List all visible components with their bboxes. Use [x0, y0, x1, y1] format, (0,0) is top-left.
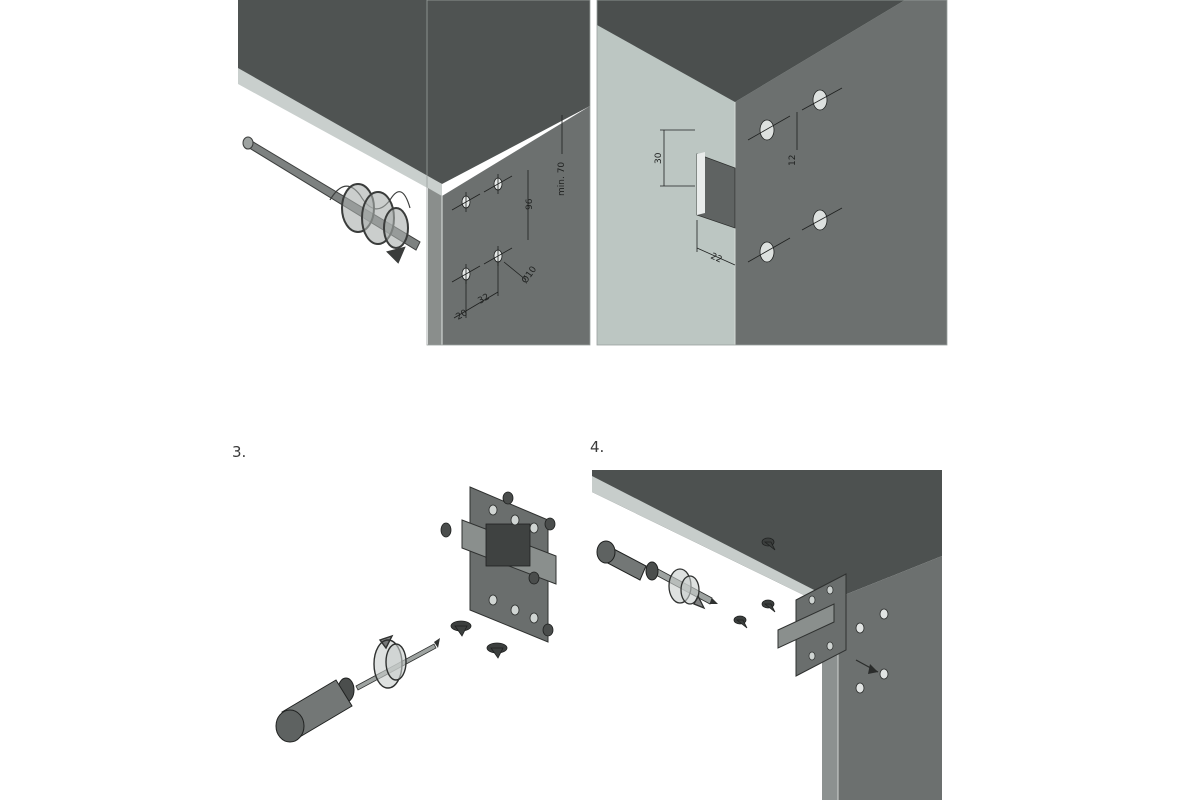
rotation-arrow-icon [341, 183, 409, 264]
step-number-3: 3. [232, 443, 247, 461]
hinge-hole-pattern [747, 87, 843, 263]
screw-icon [486, 642, 508, 659]
screw-icon [761, 537, 776, 551]
panel-mortise: 30 22 12 [596, 0, 948, 346]
screw-icon [450, 620, 472, 637]
cabinet-side-panel [442, 106, 590, 345]
dim-min70-label: min. 70 [557, 162, 567, 196]
hinge-plate [440, 486, 557, 643]
cabinet-top-surface-2 [597, 0, 905, 102]
screwdriver-icon [596, 540, 718, 605]
dim-30-label: 30 [654, 152, 664, 164]
panel-step3-hinge [275, 486, 557, 743]
cabinet-top-surface [238, 0, 590, 184]
cabinet-top-edge-3 [592, 476, 822, 604]
rotation-arrow-icon [373, 634, 407, 689]
step-number-4: 4. [590, 438, 605, 456]
cabinet-top-surface-3 [592, 470, 942, 604]
screw-icon [761, 599, 776, 613]
dim-96-label: 96 [525, 198, 535, 210]
dim-22-label: 22 [709, 252, 724, 266]
screwdriver-icon [275, 638, 440, 743]
cabinet-front-edge [428, 188, 442, 345]
screw-icon [733, 615, 748, 629]
cabinet-side-panel-2 [735, 0, 947, 345]
mounted-hinge [777, 573, 847, 677]
dim-12-label: 12 [788, 155, 798, 166]
panel-step4-mount [592, 470, 942, 800]
dim-32-label: 32 [477, 292, 492, 306]
panel-drill-holes: min. 70 96 20 32 Ø10 [238, 0, 591, 346]
cabinet-top-edge [238, 68, 442, 196]
side-panel-holes [855, 608, 889, 694]
rotation-arrow-icon [668, 568, 706, 610]
